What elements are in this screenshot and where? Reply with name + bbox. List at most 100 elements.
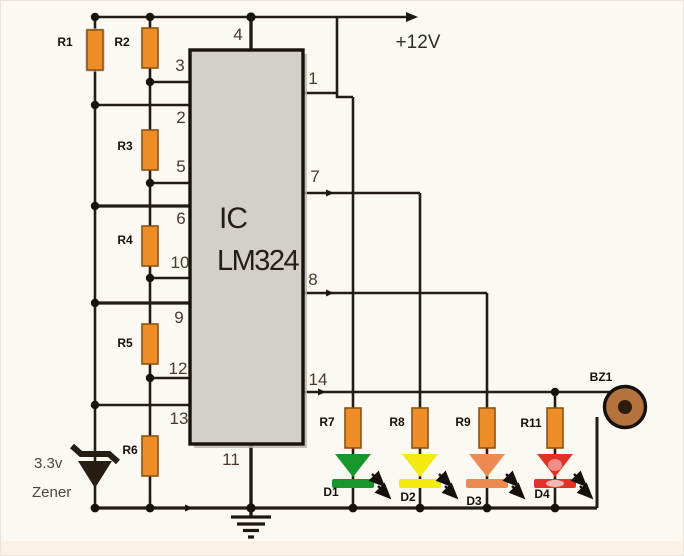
wire-vplus-drop [335,17,353,99]
junction-dot [348,503,358,513]
led-d1-emission-arrows [368,470,392,500]
resistor-r3-body [141,129,159,171]
emission-arrow [441,482,459,500]
pin-label-4: 4 [233,25,242,44]
resistor-r2-label: R2 [114,35,130,49]
led-d4-triangle [537,454,573,477]
crossing-arrow-pin7 [326,189,334,197]
resistor-r8-label: R8 [389,415,405,429]
resistor-r9-body [478,407,496,449]
resistor-r6-label: R6 [122,443,138,457]
pin-label-3: 3 [175,56,184,75]
resistor-r7-label: R7 [319,415,335,429]
junction-dot [145,77,155,87]
pin-label-6: 6 [176,209,185,228]
led-d2: D2 [399,454,459,504]
junction-dot [90,100,100,110]
pin-label-1: 1 [308,69,317,88]
pin-label-7: 7 [310,167,319,186]
crossing-arrow-pin8 [326,289,334,297]
led-d2-triangle [402,454,438,477]
junction-dot [246,12,256,22]
junction-dot [90,503,100,513]
resistor-r11-body [546,407,564,449]
zener-diode: 3.3v Zener [32,443,120,501]
ic-lm324: IC LM324 [188,48,307,448]
ground-symbol [231,508,271,539]
pin-label-10: 10 [171,253,190,272]
resistor-r6-body [141,435,159,477]
emission-arrow [570,470,588,488]
junction-dot [145,178,155,188]
led-d1-bar [332,479,374,488]
led-d4: D4 [534,454,594,501]
led-d3-bar [466,479,508,488]
resistor-r8-body [411,407,429,449]
wires [93,15,610,510]
ic-body [188,48,305,446]
resistors [85,27,564,477]
zener-cathode-bar [70,443,120,465]
pin-label-11: 11 [222,450,240,469]
resistor-r1-body [86,29,104,71]
led-d1: D1 [323,454,392,500]
pin-label-2: 2 [176,108,185,127]
led-d2-emission-arrows [435,470,459,500]
led-d2-bar [399,479,441,488]
emission-arrow [508,482,526,500]
led-d2-label: D2 [400,490,416,504]
pin-label-9: 9 [174,308,183,327]
resistor-r2-body [141,27,159,69]
led-d1-triangle [335,454,371,477]
junction-dot [90,298,100,308]
supply-voltage-label: +12V [396,32,441,53]
emission-arrow [368,470,386,488]
junction-dot [415,503,425,513]
led-d3-emission-arrows [502,470,526,500]
resistor-r7-body [344,407,362,449]
ic-part-number: LM324 [217,245,300,277]
led-d4-shine [548,459,562,471]
led-d3-triangle [469,454,505,477]
zener-type-label: Zener [32,484,71,501]
resistor-r4-body [141,225,159,267]
pin-label-13: 13 [170,409,189,428]
emission-arrow [435,470,453,488]
led-d4-emission-arrows [570,470,594,500]
pin-label-12: 12 [169,359,188,378]
pin-label-14: 14 [309,370,328,389]
junction-dot [145,373,155,383]
junction-dot [90,400,100,410]
junction-dot [550,387,560,397]
led-d1-label: D1 [323,485,339,499]
junction-dot [145,12,155,22]
pin-label-5: 5 [176,157,185,176]
crossing-arrow-ground [185,504,193,512]
resistor-r4-label: R4 [117,233,133,247]
pin-label-8: 8 [308,270,317,289]
emission-arrow [502,470,520,488]
junction-dot [90,201,100,211]
resistor-r1-label: R1 [57,35,73,49]
buzzer-core [618,400,632,414]
resistor-r5-label: R5 [117,336,133,350]
led-d3: D3 [466,454,526,508]
ic-designator: IC [219,202,247,235]
emission-arrow [374,482,392,500]
zener-triangle [78,461,112,488]
resistor-r9-label: R9 [455,415,471,429]
crossing-arrow-pin14 [318,388,326,396]
junction-dot [145,273,155,283]
junction-dot [145,503,155,513]
buzzer-bz1: BZ1 [590,370,648,430]
junction-dot [90,12,100,22]
pin-labels: 4 3 2 5 6 10 9 12 13 11 1 7 8 14 [169,25,328,469]
zener-value-label: 3.3v [34,455,63,472]
led-d4-shine [546,479,564,488]
buzzer-label: BZ1 [590,370,613,384]
resistor-labels: R1 R2 R3 R4 R5 R6 R7 R8 R9 R11 [57,35,542,457]
led-d3-label: D3 [466,494,482,508]
scan-strip [0,541,684,556]
